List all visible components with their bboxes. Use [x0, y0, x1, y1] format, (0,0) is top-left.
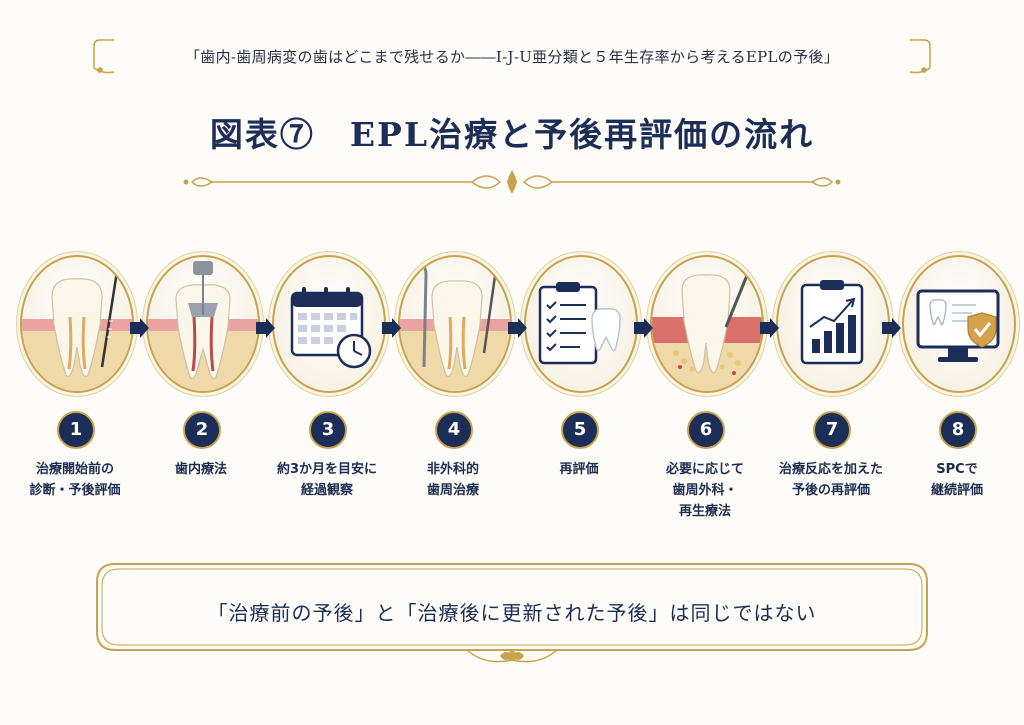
step-3-illustration: [272, 255, 386, 393]
step-8-label: SPCで 継続評価: [930, 462, 983, 498]
step-2-number-badge: 2: [183, 411, 221, 449]
subtitle-frame-ornament: [93, 39, 931, 74]
step-5: 5 再評価: [522, 255, 646, 545]
step-2-illustration: [146, 255, 260, 393]
monitor-shield-icon: [916, 289, 1000, 362]
step-4-number-badge: 4: [435, 411, 473, 449]
flow-arrow-7-8: [882, 318, 901, 338]
flow-arrow-3-4: [382, 318, 401, 338]
subtitle-frame: 「歯内-歯周病変の歯はどこまで残せるか――I-J-U亜分類と５年生存率から考える…: [92, 38, 932, 76]
conclusion-frame-ornament: [96, 563, 928, 663]
step-4-illustration: [398, 255, 512, 393]
step-8: 8 SPCで 継続評価: [900, 255, 1024, 545]
step-7-label: 治療反応を加えた 予後の再評価: [778, 462, 883, 498]
step-5-number-badge: 5: [561, 411, 599, 449]
step-7: 7 治療反応を加えた 予後の再評価: [774, 255, 898, 545]
step-3-label: 約3か月を目安に 経過観察: [276, 462, 378, 498]
step-6-number-badge: 6: [687, 411, 725, 449]
step-5-label: 再評価: [559, 462, 599, 477]
step-4-label: 非外科的 歯周治療: [426, 462, 479, 498]
title-divider-ornament: [183, 170, 841, 194]
step-1-label: 治療開始前の 診断・予後評価: [29, 462, 121, 498]
flow-arrow-1-2: [130, 318, 149, 338]
flow-arrow-4-5: [508, 318, 527, 338]
root-canal-tooth-icon: [148, 261, 258, 391]
calendar-clock-icon: [290, 287, 372, 369]
flow-arrow-5-6: [634, 318, 653, 338]
step-1-illustration: [20, 255, 134, 393]
page-title: 図表⑦ EPL治療と予後再評価の流れ: [209, 115, 815, 154]
step-8-number-badge: 8: [939, 411, 977, 449]
clipboard-chart-icon: [800, 280, 864, 365]
header-subtitle: 「歯内-歯周病変の歯はどこまで残せるか――I-J-U亜分類と５年生存率から考える…: [185, 48, 839, 66]
step-3: 3 約3か月を目安に 経過観察: [270, 255, 394, 545]
step-2-label: 歯内療法: [174, 462, 227, 477]
flow-arrow-6-7: [760, 318, 779, 338]
step-5-illustration: [524, 255, 638, 393]
flow-arrow-2-3: [256, 318, 275, 338]
step-6-label: 必要に応じて 歯周外科・ 再生療法: [665, 462, 744, 519]
scaler-tooth-icon: [400, 264, 510, 391]
conclusion-text: 「治療前の予後」と「治療後に更新された予後」は同じではない: [207, 601, 817, 625]
step-6-illustration: [650, 255, 764, 393]
step-8-illustration: [902, 255, 1016, 393]
step-4: 4 非外科的 歯周治療: [396, 255, 520, 545]
step-1-number-badge: 1: [57, 411, 95, 449]
regenerative-surgery-icon: [652, 262, 762, 391]
step-3-number-badge: 3: [309, 411, 347, 449]
step-7-number-badge: 7: [813, 411, 851, 449]
conclusion-box: 「治療前の予後」と「治療後に更新された予後」は同じではない: [95, 562, 929, 668]
step-6: 6 必要に応じて 歯周外科・ 再生療法: [648, 255, 772, 545]
step-1: 1 治療開始前の 診断・予後評価: [18, 255, 142, 545]
step-2: 2 歯内療法: [144, 255, 268, 545]
tooth-with-probe-icon: [22, 264, 132, 391]
clipboard-tooth-icon: [538, 282, 621, 365]
step-7-illustration: [776, 255, 890, 393]
